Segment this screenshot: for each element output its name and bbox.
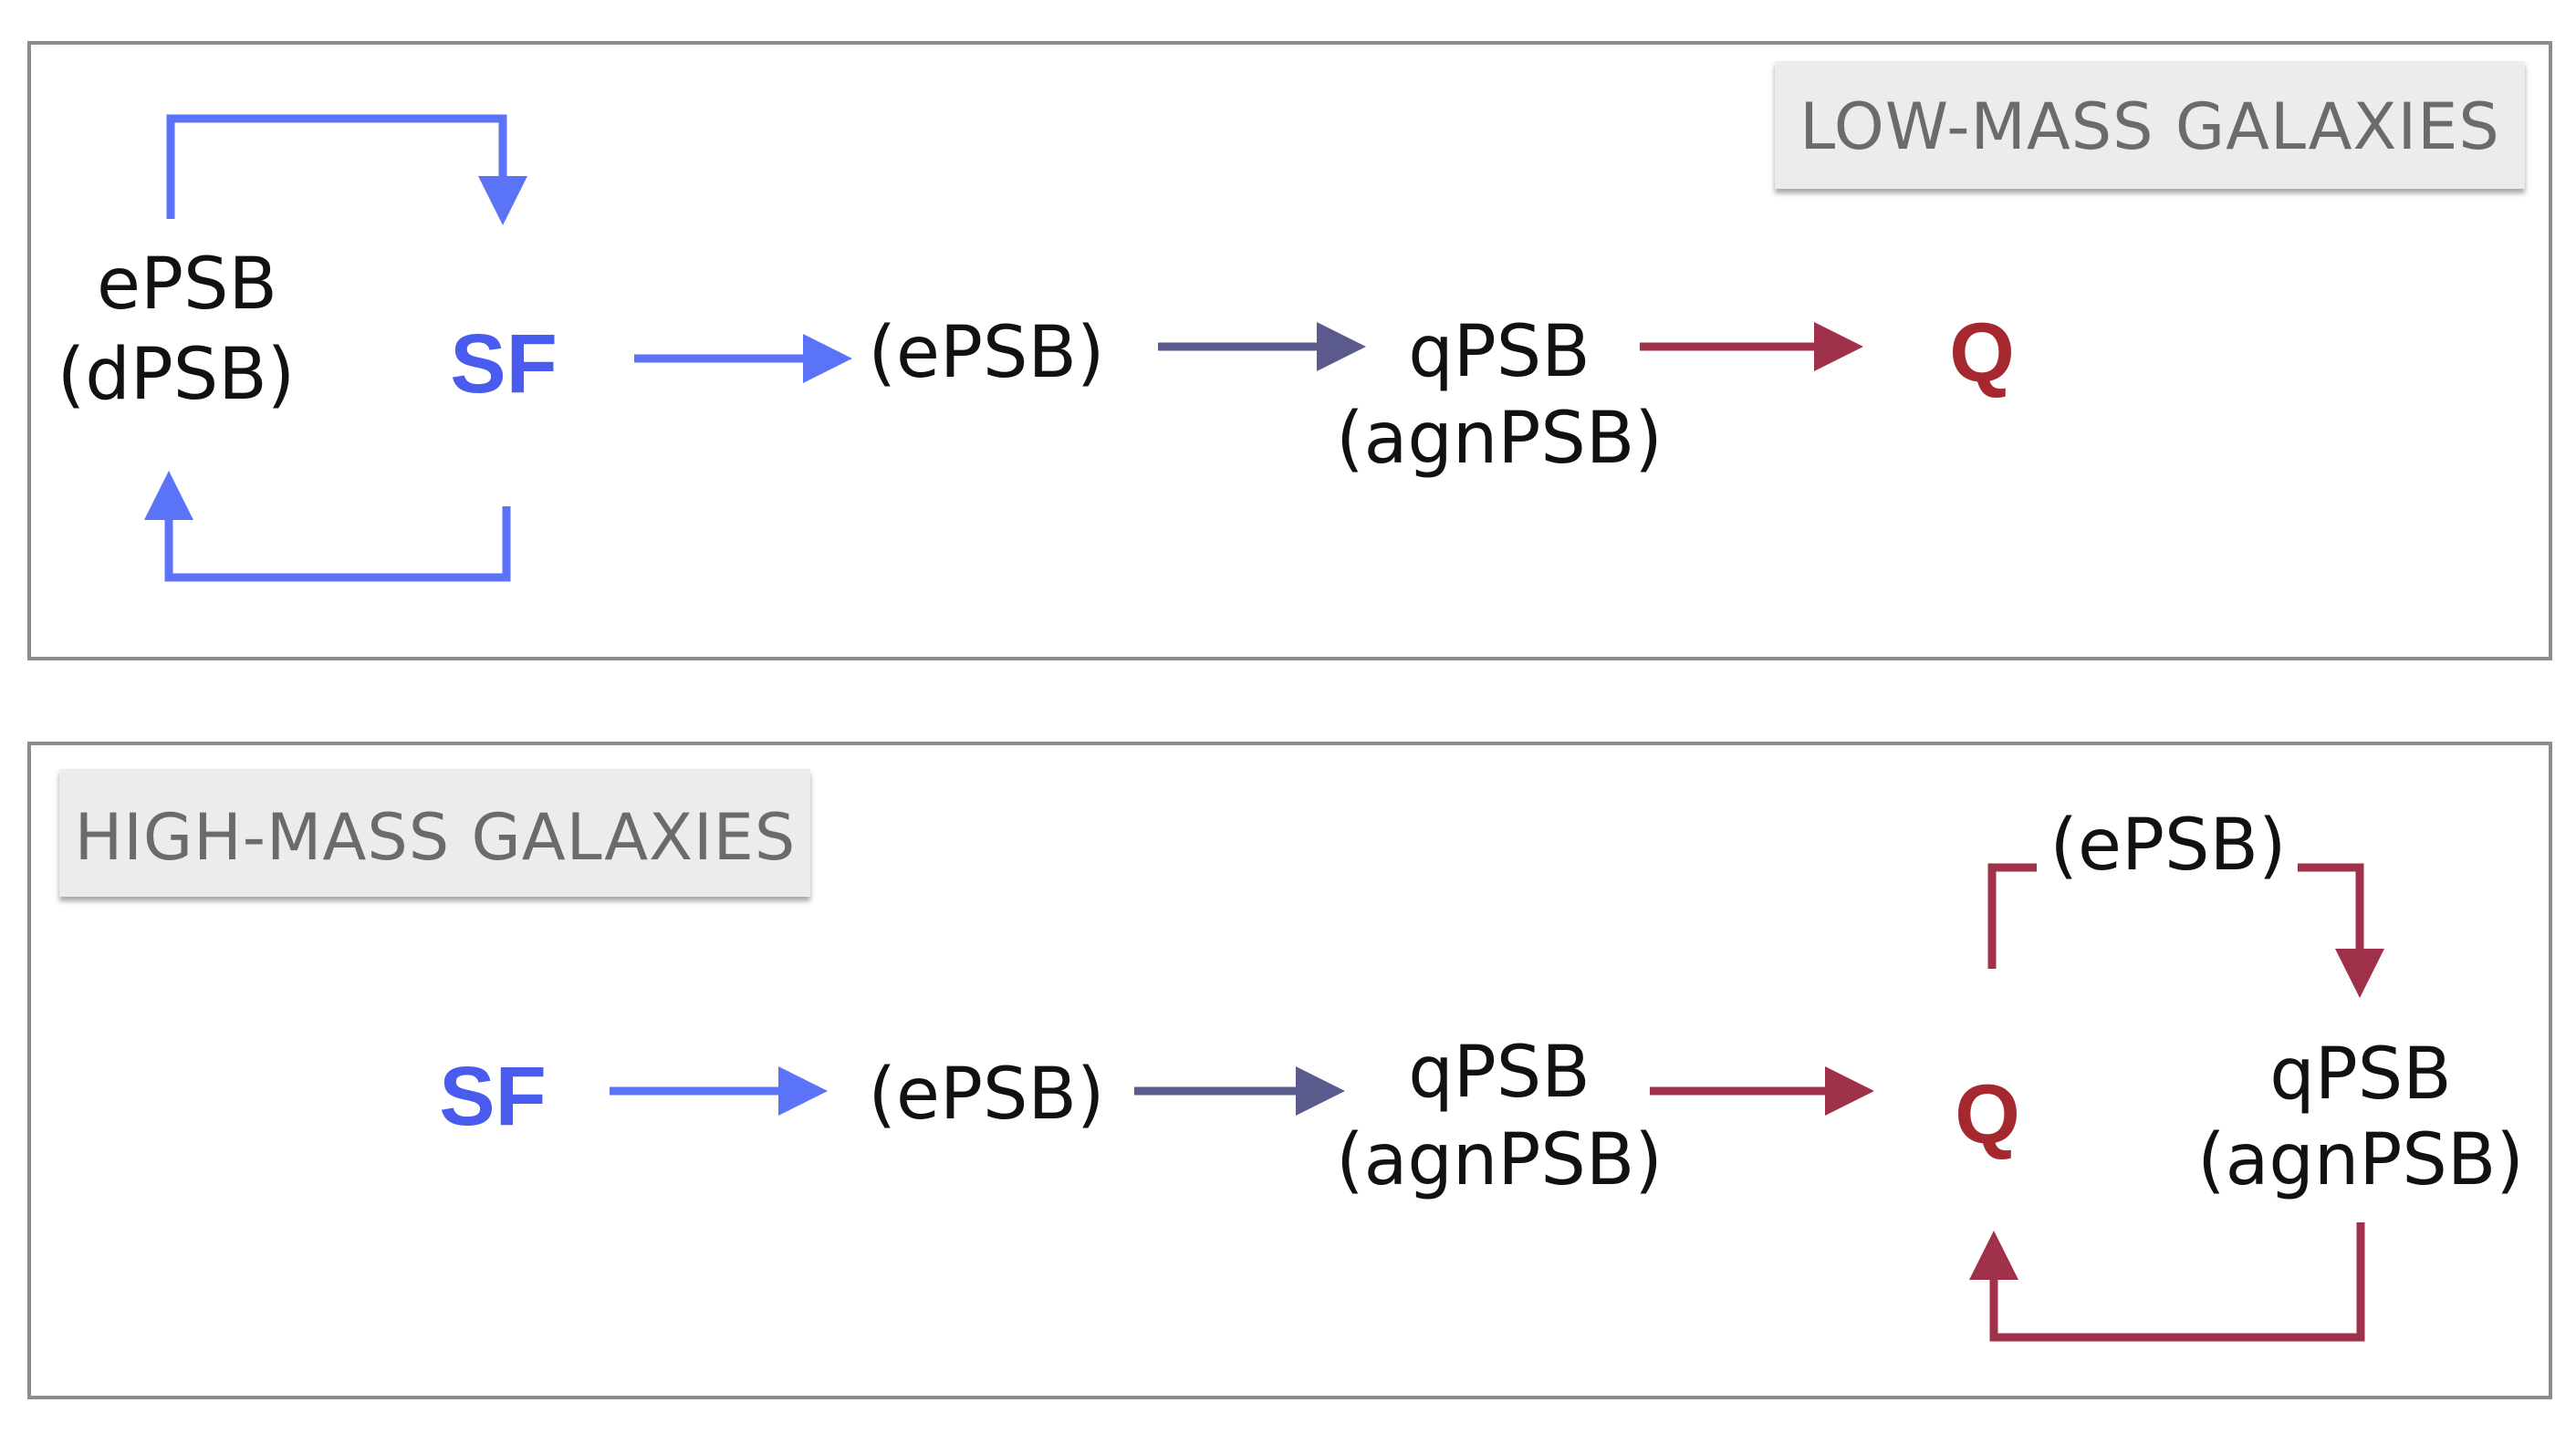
low-mass-label: LOW-MASS GALAXIES [1799, 89, 2500, 164]
low-sf-loop-top-arrow [166, 114, 527, 225]
high-node-qpsb-line1: qPSB [1408, 1032, 1590, 1114]
high-loop-bottom-arrow [1969, 1222, 2365, 1342]
high-loop-top-node: (ePSB) [2050, 805, 2287, 887]
high-mass-label-box [59, 769, 810, 897]
high-loop-top-right-arrow [2298, 863, 2384, 998]
high-loop-qpsb-line2: (agnPSB) [2197, 1119, 2524, 1201]
low-node-epsb-line1: ePSB [97, 244, 277, 326]
low-mass-label-box [1775, 61, 2525, 189]
high-loop-qpsb-line1: qPSB [2269, 1034, 2452, 1116]
low-node-epsb-paren: (ePSB) [869, 312, 1105, 394]
high-node-sf: SF [439, 1050, 547, 1143]
high-node-epsb-paren: (ePSB) [869, 1054, 1105, 1136]
low-node-sf: SF [450, 317, 558, 410]
low-node-q: Q [1949, 307, 2015, 400]
high-mass-label: HIGH-MASS GALAXIES [75, 800, 797, 875]
low-node-qpsb-line1: qPSB [1408, 311, 1590, 393]
high-loop-top-left-arrow [1987, 863, 2037, 969]
high-node-q: Q [1955, 1068, 2020, 1161]
low-node-epsb-line2: (dPSB) [57, 334, 295, 416]
low-node-qpsb-line2: (agnPSB) [1336, 398, 1663, 480]
low-sf-loop-bottom-arrow [144, 471, 511, 582]
high-node-qpsb-line2: (agnPSB) [1336, 1119, 1663, 1201]
